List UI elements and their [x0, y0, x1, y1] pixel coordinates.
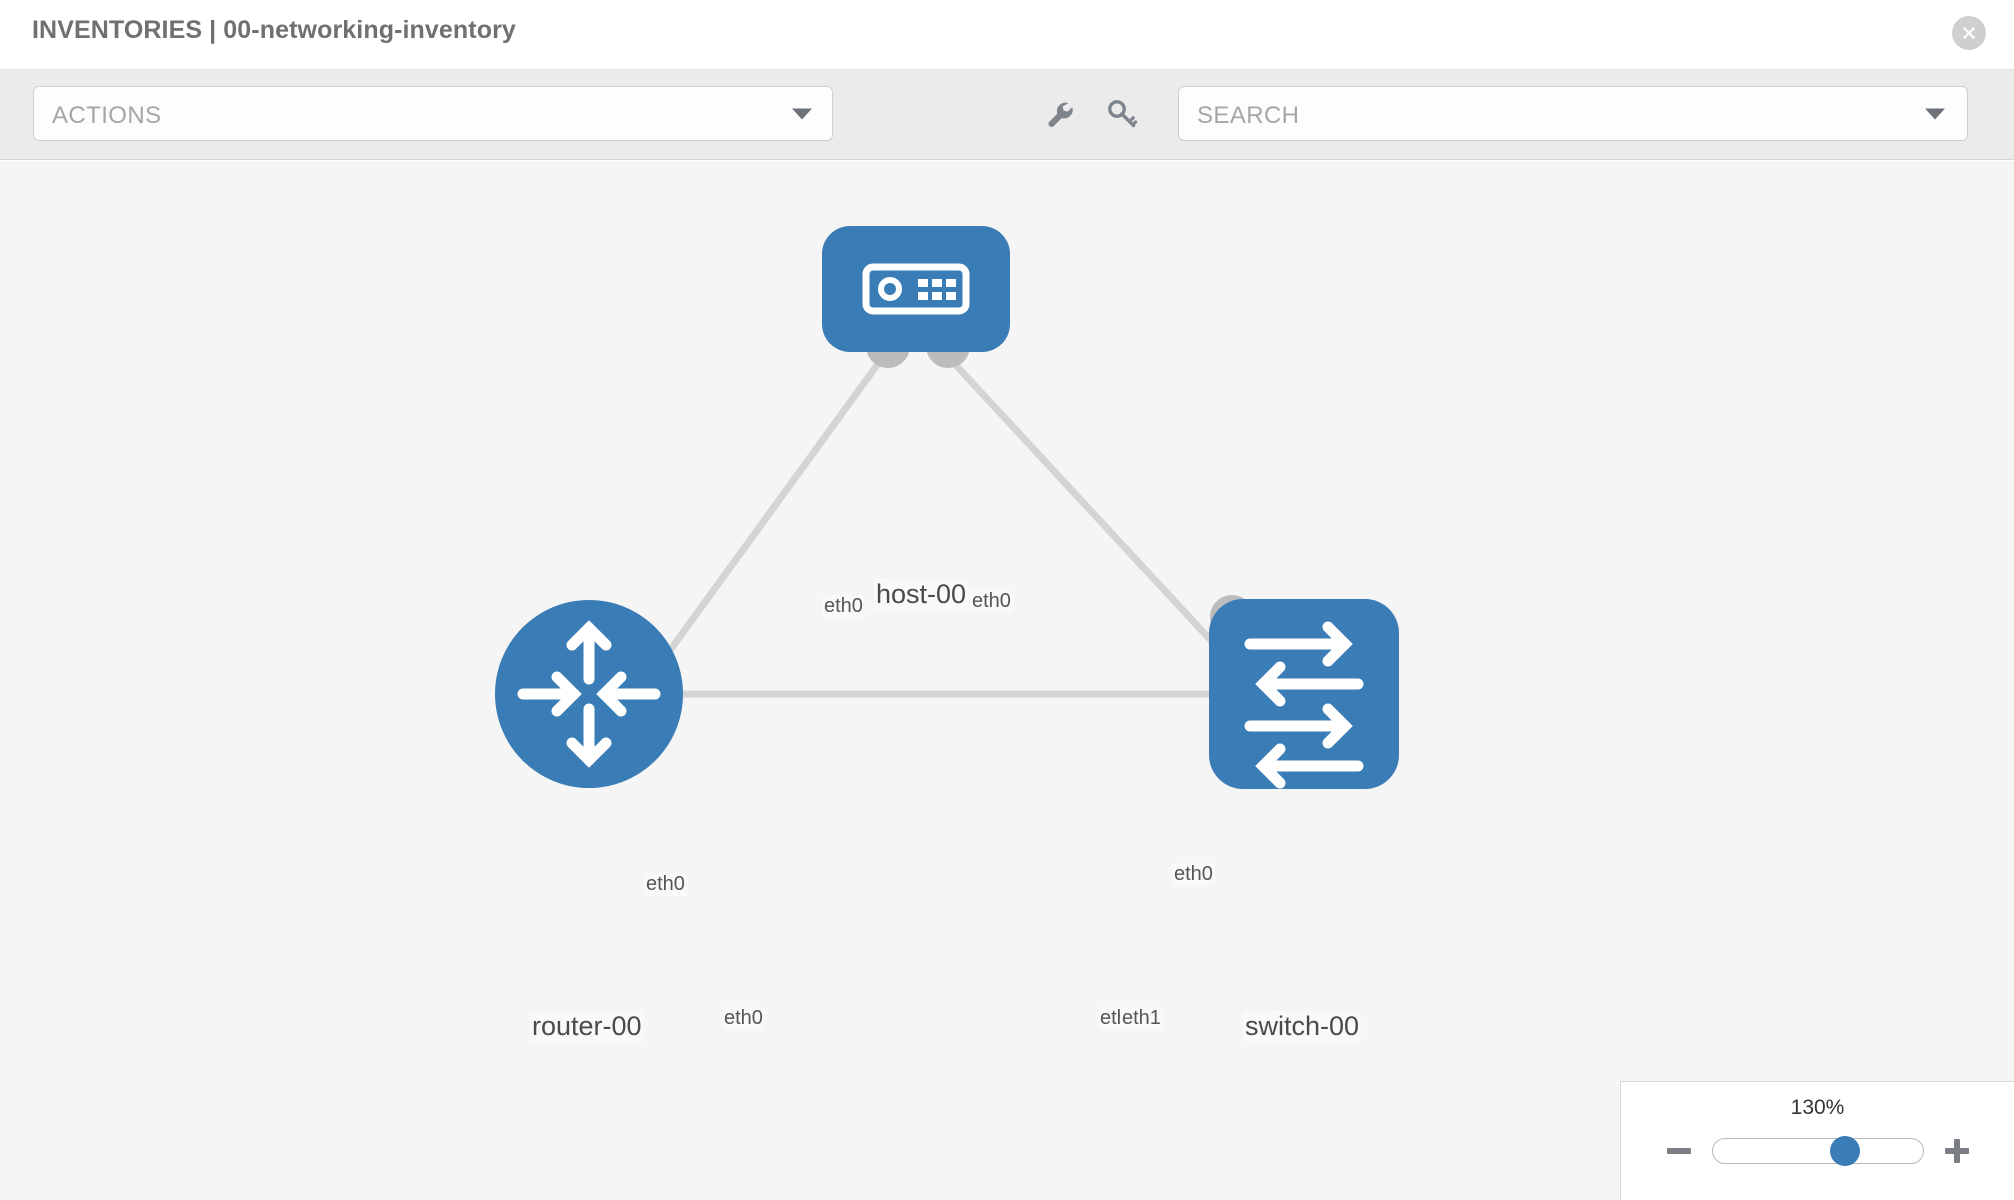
node-host-00 — [822, 226, 1010, 352]
topology-links — [652, 358, 1240, 698]
iface-label-switch-left-eth1: eth1 — [1120, 1007, 1163, 1030]
actions-dropdown[interactable]: ACTIONS — [33, 86, 833, 141]
minus-icon[interactable] — [1664, 1136, 1694, 1166]
key-icon[interactable] — [1100, 92, 1144, 136]
zoom-slider-thumb[interactable] — [1830, 1136, 1861, 1166]
page-header: INVENTORIES | 00-networking-inventory — [0, 0, 2014, 70]
toolbar: ACTIONS SEARCH — [0, 70, 2014, 160]
iface-label-host-left-eth0: eth0 — [822, 595, 865, 618]
iface-label-host-right-eth0: eth0 — [970, 590, 1013, 613]
page-title: INVENTORIES | 00-networking-inventory — [32, 16, 516, 44]
node-label-host-00: host-00 — [874, 579, 969, 610]
plus-icon[interactable] — [1942, 1136, 1972, 1166]
link-host-router — [652, 358, 883, 674]
chevron-down-icon — [1925, 108, 1945, 119]
topology-canvas[interactable]: host-00 router-00 switch-00 eth0 eth0 et… — [0, 161, 2014, 1200]
wrench-icon[interactable] — [1038, 92, 1082, 136]
router-arrows-icon — [517, 620, 661, 768]
topology-graph — [495, 226, 1399, 789]
iface-label-switch-up-eth0: eth0 — [1172, 863, 1215, 886]
node-label-switch-00: switch-00 — [1243, 1011, 1362, 1042]
node-switch-00 — [1209, 599, 1399, 789]
search-placeholder: SEARCH — [1197, 102, 1300, 129]
zoom-slider[interactable] — [1712, 1136, 1924, 1166]
iface-label-router-right-eth0: eth0 — [722, 1007, 765, 1030]
topology-connectors — [638, 324, 1254, 716]
server-icon — [862, 263, 970, 315]
node-router-00 — [495, 600, 683, 788]
node-label-router-00: router-00 — [530, 1011, 644, 1042]
zoom-slider-row — [1621, 1128, 2014, 1174]
close-icon[interactable] — [1952, 16, 1986, 50]
search-input[interactable]: SEARCH — [1178, 86, 1968, 141]
link-host-switch — [949, 358, 1233, 664]
iface-label-router-up-eth0: eth0 — [644, 873, 687, 896]
zoom-percent-label: 130% — [1790, 1096, 1845, 1119]
chevron-down-icon — [792, 108, 812, 119]
switch-arrows-icon — [1244, 621, 1364, 789]
actions-dropdown-label: ACTIONS — [52, 102, 162, 129]
zoom-control-panel: 130% — [1620, 1081, 2014, 1200]
